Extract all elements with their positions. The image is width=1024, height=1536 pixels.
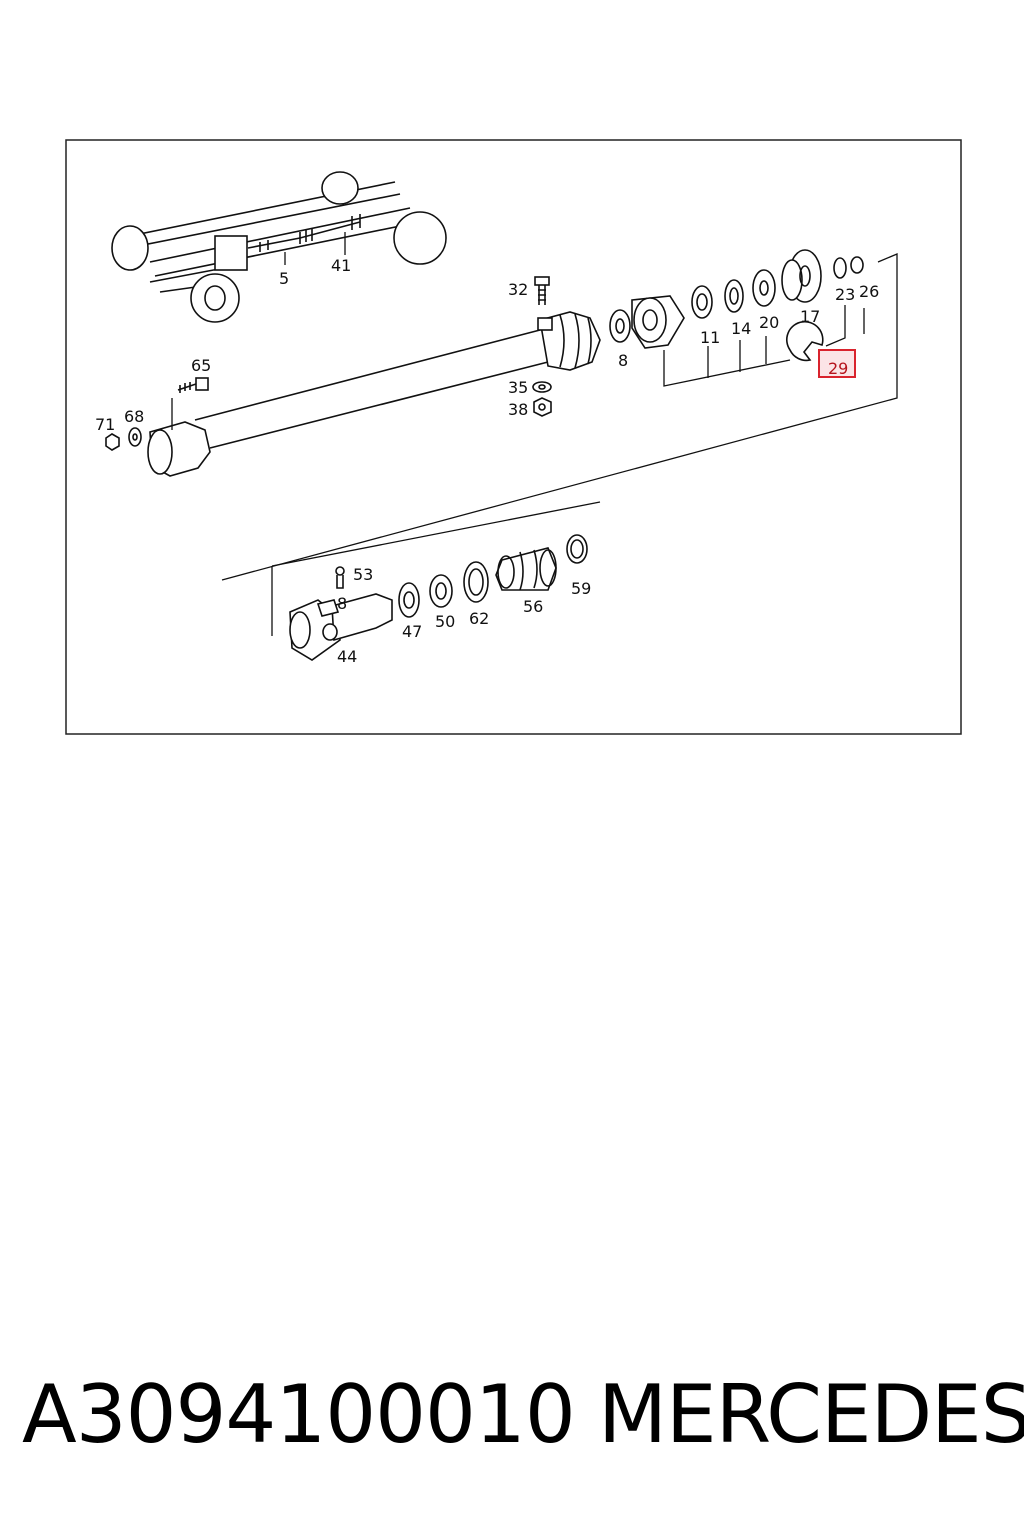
callout-44: 44: [337, 647, 357, 666]
callout-56: 56: [523, 597, 543, 616]
callout-53: 53: [353, 565, 373, 584]
part-number: A3094100010: [22, 1368, 576, 1461]
diagram-frame: [65, 139, 962, 735]
callout-38: 38: [508, 400, 528, 419]
callout-11: 11: [700, 328, 720, 347]
lower-detail-group: [271, 501, 601, 661]
propeller-shaft-illustration: [147, 311, 601, 477]
callout-8: 8: [618, 351, 628, 370]
bearing-group-bracket: [171, 253, 898, 581]
screw-icon: [177, 377, 209, 393]
callout-71: 71: [95, 415, 115, 434]
parts-diagram: 5 41 32 65 71 68 35 38 8 11 14 20 17 23 …: [65, 139, 962, 735]
callout-47: 47: [402, 622, 422, 641]
highlight-box: [818, 349, 856, 378]
washer-icon: [532, 381, 552, 393]
brand-name: MERCEDES: [598, 1368, 1024, 1461]
callout-41: 41: [331, 256, 351, 275]
wrench-icon: [785, 320, 824, 362]
nut-icon: [533, 397, 552, 417]
bearing-parts-illustration: [609, 249, 864, 349]
washer-icon: [128, 427, 142, 447]
callout-68: 68: [124, 407, 144, 426]
callout-50: 50: [435, 612, 455, 631]
callout-59: 59: [571, 579, 591, 598]
callout-29: 29: [828, 359, 848, 378]
nut-icon: [105, 433, 120, 451]
callout-23: 23: [835, 285, 855, 304]
callout-65: 65: [191, 356, 211, 375]
callout-26: 26: [859, 282, 879, 301]
vehicle-chassis-illustration: [111, 171, 447, 323]
callout-8-lower: 8: [337, 594, 347, 613]
callout-20: 20: [759, 313, 779, 332]
callout-14: 14: [731, 319, 751, 338]
callout-62: 62: [469, 609, 489, 628]
callout-35: 35: [508, 378, 528, 397]
callout-32: 32: [508, 280, 528, 299]
highlighted-callout-29[interactable]: 29: [818, 349, 856, 378]
callout-5: 5: [279, 269, 289, 288]
callout-17: 17: [800, 307, 820, 326]
bolt-icon: [534, 276, 550, 305]
